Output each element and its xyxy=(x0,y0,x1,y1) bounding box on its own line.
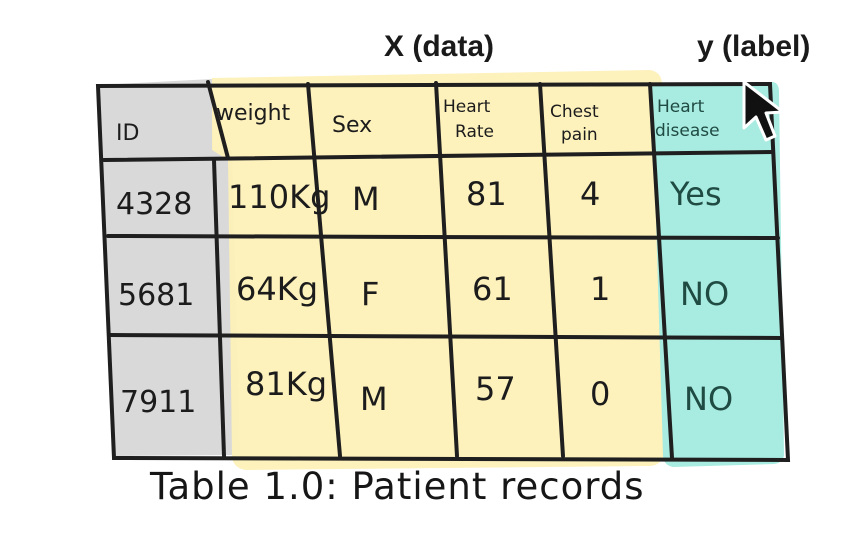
table-caption: Table 1.0: Patient records xyxy=(150,465,645,508)
row3-heart-disease: NO xyxy=(684,380,733,418)
row2-sex: F xyxy=(361,275,379,313)
row2-chest-pain: 1 xyxy=(590,270,610,308)
header-heart-rate-line1: Heart xyxy=(443,97,491,117)
header-heart-rate-line2: Rate xyxy=(455,122,494,142)
row3-weight: 81Kg xyxy=(245,365,327,403)
label-region-highlight xyxy=(652,82,784,467)
id-column-background xyxy=(100,79,240,456)
row1-chest-pain: 4 xyxy=(580,175,600,213)
y-label-label: y (label) xyxy=(697,30,811,63)
row1-heart-disease: Yes xyxy=(669,175,722,213)
row3-sex: M xyxy=(360,380,388,418)
header-chest-pain-line1: Chest xyxy=(550,102,599,122)
row3-heart-rate: 57 xyxy=(475,370,516,408)
row1-id: 4328 xyxy=(116,187,192,222)
header-heart-disease-line1: Heart xyxy=(657,97,705,117)
row1-sex: M xyxy=(352,180,380,218)
row2-heart-rate: 61 xyxy=(472,270,513,308)
header-weight: weight xyxy=(216,101,291,126)
row2-weight: 64Kg xyxy=(236,270,318,308)
row3-chest-pain: 0 xyxy=(590,375,610,413)
row1-weight: 110Kg xyxy=(228,178,330,216)
header-heart-disease-line2: disease xyxy=(655,121,720,141)
header-chest-pain-line2: pain xyxy=(561,125,598,145)
header-id: ID xyxy=(116,121,139,146)
x-data-label: X (data) xyxy=(384,30,495,63)
data-region-highlight xyxy=(212,70,664,470)
mouse-pointer-icon xyxy=(742,80,785,142)
table-grid xyxy=(95,80,791,463)
header-sex: Sex xyxy=(332,113,372,138)
row3-id: 7911 xyxy=(120,385,196,420)
row2-id: 5681 xyxy=(118,278,194,313)
row2-heart-disease: NO xyxy=(680,275,729,313)
row1-heart-rate: 81 xyxy=(466,175,507,213)
